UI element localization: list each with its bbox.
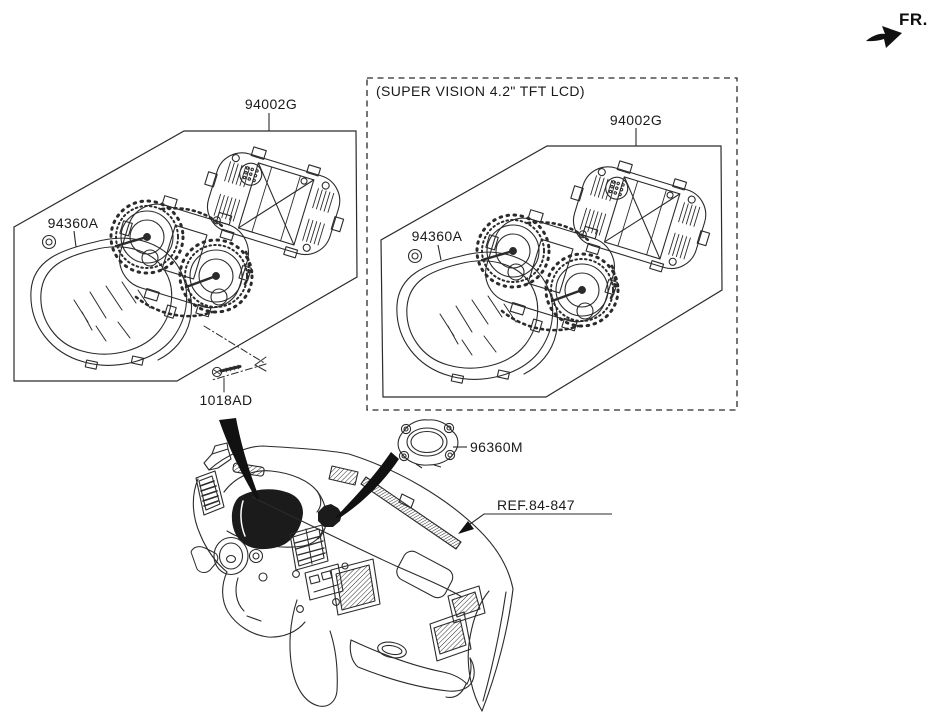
speaker-opening-cutout <box>318 504 342 527</box>
standard-cluster-assembly-label: 94002G <box>244 96 298 112</box>
supervision-variant-label: (SUPER VISION 4.2" TFT LCD) <box>376 83 585 99</box>
mounting-screw-drawing <box>203 325 267 393</box>
standard-cluster-lens-label: 94360A <box>47 215 99 231</box>
supervision-cluster-drawing <box>395 148 724 385</box>
supervision-cluster-lens-label: 94360A <box>411 228 463 244</box>
install-arrow-cluster <box>219 418 259 500</box>
ref-callout-arrowhead <box>458 521 474 534</box>
mounting-screw-label: 1018AD <box>199 392 253 408</box>
dashboard-drawing <box>190 442 514 712</box>
dashboard-reference-label: REF.84-847 <box>497 497 575 513</box>
standard-cluster-drawing <box>29 134 358 371</box>
install-arrow-speaker <box>335 452 399 518</box>
speaker-label: 96360M <box>470 439 523 455</box>
fr-direction-arrow-icon <box>866 26 902 48</box>
supervision-cluster-box <box>366 77 738 411</box>
standard-cluster-box <box>13 130 358 382</box>
cluster-opening-cutout <box>231 489 303 550</box>
supervision-cluster-assembly-label: 94002G <box>609 112 663 128</box>
speaker-part-drawing <box>397 419 459 469</box>
fr-direction-label: FR. <box>899 10 928 29</box>
